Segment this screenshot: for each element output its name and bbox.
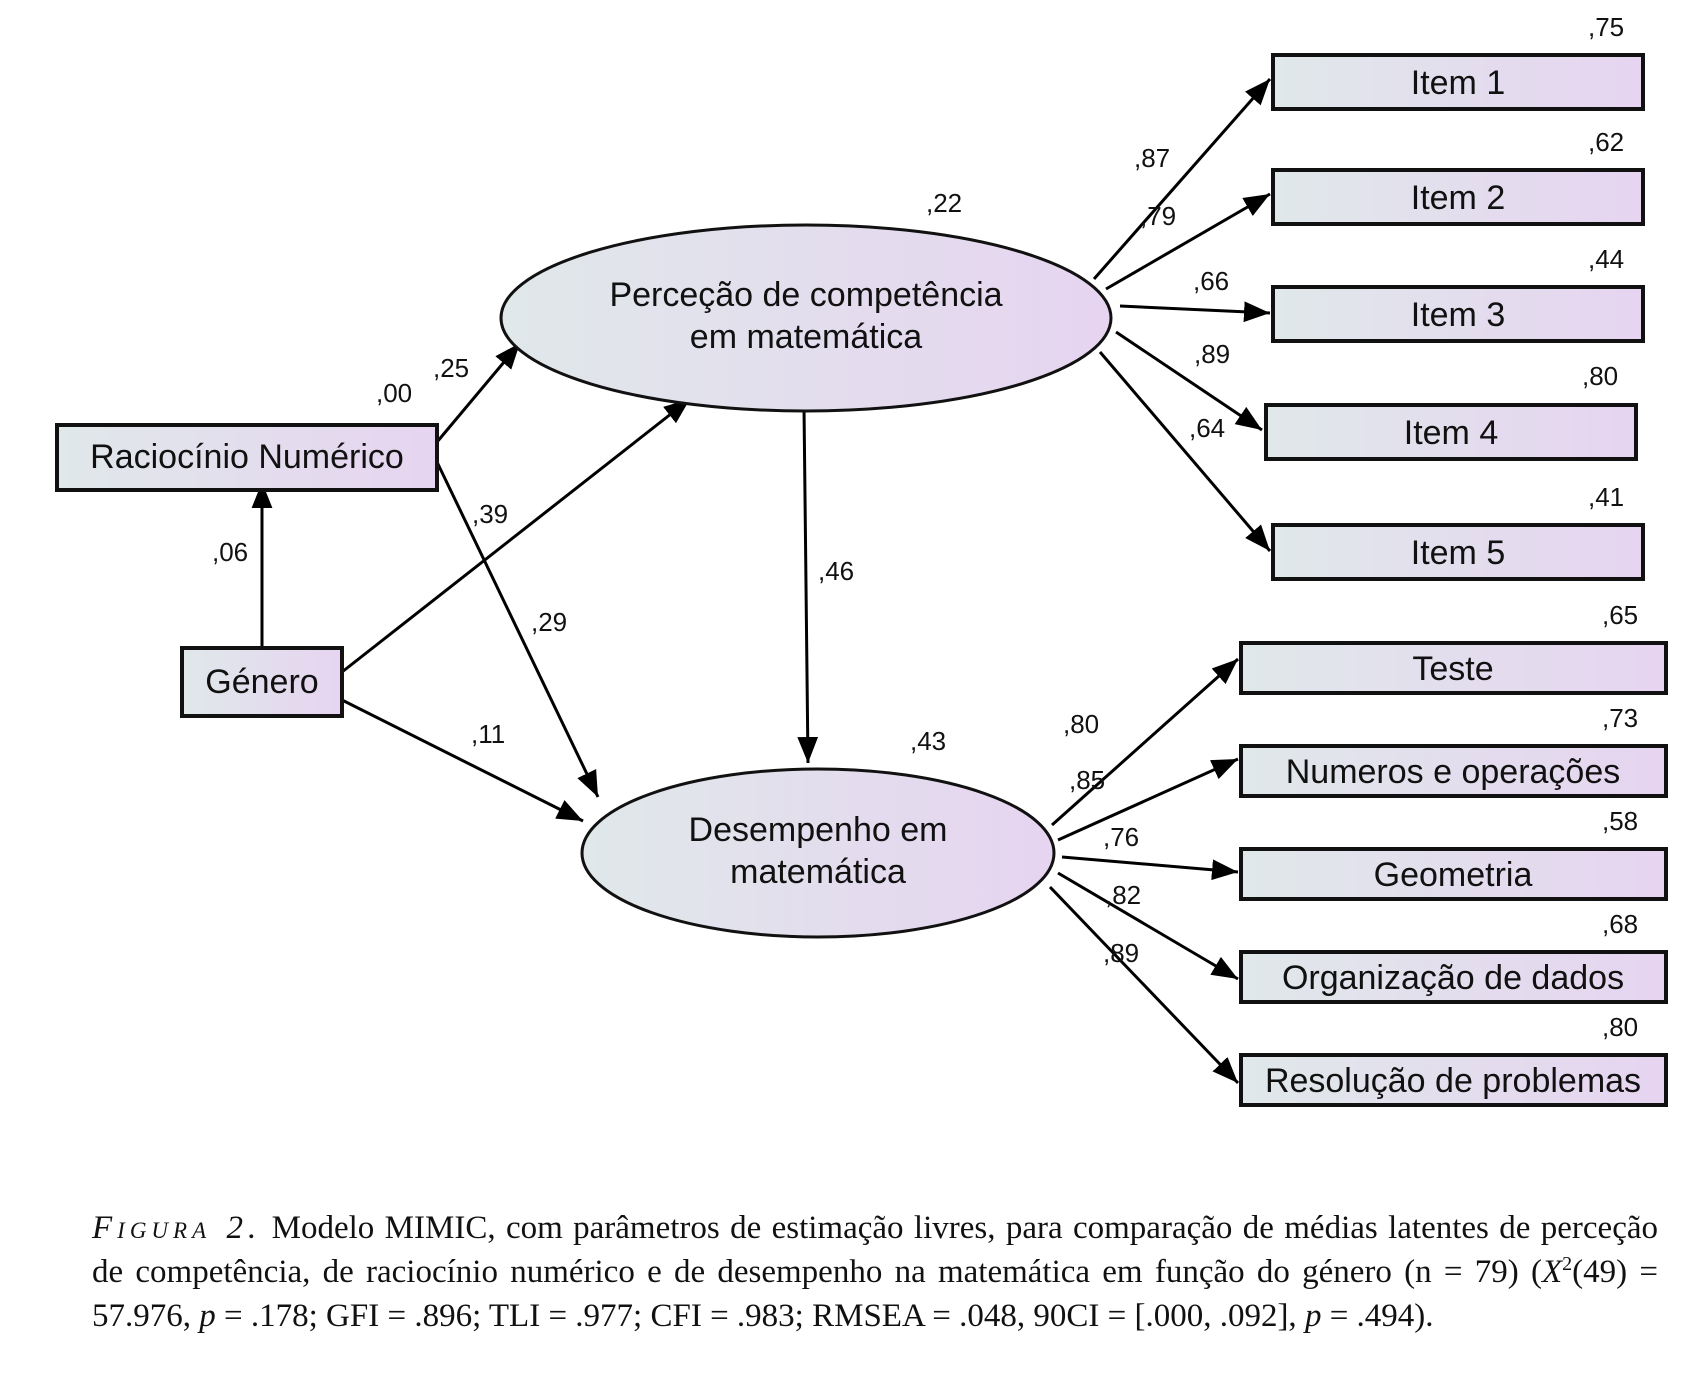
item-box-item5: Item 5: [1271, 523, 1645, 581]
chi-square-superscript: 2: [1562, 1253, 1573, 1275]
path-raciocinio-to-desempenho: [435, 461, 600, 798]
latent-percecao-label-line1: Perceção de competência: [609, 276, 1002, 314]
r2-desempenho: ,43: [910, 726, 946, 756]
r2-raciocinio: ,00: [376, 378, 412, 408]
r2-item1: ,75: [1588, 12, 1624, 42]
path-percecao-to-desempenho: [797, 406, 819, 764]
r2-numeros-operacoes: ,73: [1602, 703, 1638, 733]
item-box-item4: Item 4: [1264, 403, 1638, 461]
caption-text-2: (49) = 57.976,: [92, 1254, 1658, 1334]
loading-organizacao-dados: ,82: [1105, 880, 1141, 910]
latent-desempenho-label-line1: Desempenho em: [689, 811, 948, 849]
coef-genero-to-percecao: ,39: [472, 499, 508, 529]
item-box-item3: Item 3: [1271, 285, 1645, 343]
coef-raciocinio-to-desempenho: ,29: [531, 607, 567, 637]
mimic-path-diagram: Raciocínio Numérico ,00 Género Perceção …: [55, 12, 1668, 1107]
coef-genero-to-desempenho: ,11: [471, 719, 505, 749]
node-genero: Género: [180, 646, 344, 718]
loading-arrow-organizacao: [1057, 871, 1239, 981]
loading-arrow-item4: [1115, 330, 1263, 432]
organizacao-dados-label: Organização de dados: [1282, 959, 1624, 997]
path-raciocinio-to-percecao: [435, 342, 522, 443]
p-symbol-1: p: [199, 1298, 216, 1334]
latent-desempenho: Desempenho em matemática: [580, 767, 1056, 939]
latent-percecao-competencia: Perceção de competência em matemática: [499, 223, 1113, 413]
item-box-geometria: Geometria: [1239, 847, 1668, 901]
loading-item2: ,79: [1140, 201, 1176, 231]
node-raciocinio-numerico: Raciocínio Numérico: [55, 423, 439, 492]
r2-teste: ,65: [1602, 600, 1638, 630]
loadings-percecao: [1092, 78, 1272, 552]
r2-geometria: ,58: [1602, 806, 1638, 836]
r2-percecao: ,22: [926, 188, 962, 218]
loading-arrow-numeros: [1057, 757, 1239, 842]
numeros-operacoes-label: Numeros e operações: [1286, 753, 1621, 791]
loading-arrow-item5: [1098, 351, 1272, 552]
loading-teste: ,80: [1063, 709, 1099, 739]
item1-label: Item 1: [1411, 64, 1505, 102]
item-box-resolucao-problemas: Resolução de problemas: [1239, 1053, 1668, 1107]
p-symbol-2: p: [1304, 1298, 1322, 1334]
loading-arrow-item3: [1119, 301, 1271, 323]
latent-percecao-label-line2: em matemática: [690, 318, 922, 356]
item3-label: Item 3: [1411, 296, 1505, 334]
coef-genero-to-raciocinio: ,06: [212, 537, 248, 567]
r2-resolucao-problemas: ,80: [1602, 1012, 1638, 1042]
node-genero-label: Género: [205, 663, 318, 701]
loading-arrow-teste: [1051, 657, 1239, 827]
resolucao-problemas-label: Resolução de problemas: [1265, 1062, 1641, 1100]
coef-percecao-to-desempenho: ,46: [818, 556, 854, 586]
chi-square-symbol: X: [1541, 1254, 1563, 1290]
r2-item5: ,41: [1588, 482, 1624, 512]
item2-label: Item 2: [1411, 179, 1505, 217]
loading-geometria: ,76: [1103, 822, 1139, 852]
item-box-teste: Teste: [1239, 641, 1668, 695]
loading-resolucao-problemas: ,89: [1103, 938, 1139, 968]
item5-label: Item 5: [1411, 534, 1505, 572]
figure-label: Figura 2.: [92, 1210, 262, 1246]
caption-text-4: = .494).: [1321, 1298, 1434, 1334]
item4-label: Item 4: [1404, 414, 1498, 452]
item-box-organizacao-dados: Organização de dados: [1239, 950, 1668, 1004]
geometria-label: Geometria: [1374, 856, 1533, 894]
loading-item4: ,89: [1194, 339, 1230, 369]
loading-item1: ,87: [1134, 143, 1170, 173]
r2-item3: ,44: [1588, 244, 1624, 274]
item-box-item2: Item 2: [1271, 168, 1645, 226]
caption-text-3: = .178; GFI = .896; TLI = .977; CFI = .9…: [215, 1298, 1305, 1334]
loading-numeros-operacoes: ,85: [1069, 765, 1105, 795]
caption-text-1: Modelo MIMIC, com parâmetros de estimaçã…: [92, 1210, 1658, 1290]
r2-item4: ,80: [1582, 361, 1618, 391]
loading-arrow-item1: [1092, 78, 1272, 280]
r2-organizacao-dados: ,68: [1602, 909, 1638, 939]
loading-item5: ,64: [1189, 413, 1225, 443]
figure-caption: Figura 2. Modelo MIMIC, com parâmetros d…: [92, 1206, 1658, 1338]
r2-item2: ,62: [1588, 127, 1624, 157]
path-genero-to-desempenho: [341, 698, 584, 823]
teste-label: Teste: [1412, 650, 1493, 688]
loading-item3: ,66: [1193, 266, 1229, 296]
loading-arrow-resolucao: [1048, 885, 1240, 1085]
node-raciocinio-label: Raciocínio Numérico: [90, 438, 404, 476]
loading-arrow-item2: [1105, 192, 1271, 291]
latent-desempenho-label-line2: matemática: [730, 853, 906, 891]
structural-paths: [251, 342, 819, 823]
loading-arrow-geometria: [1061, 855, 1239, 881]
item-box-numeros-operacoes: Numeros e operações: [1239, 744, 1668, 798]
coef-raciocinio-to-percecao: ,25: [433, 353, 469, 383]
item-box-item1: Item 1: [1271, 53, 1645, 111]
loadings-desempenho: [1048, 657, 1240, 1085]
path-genero-to-percecao: [341, 397, 691, 674]
